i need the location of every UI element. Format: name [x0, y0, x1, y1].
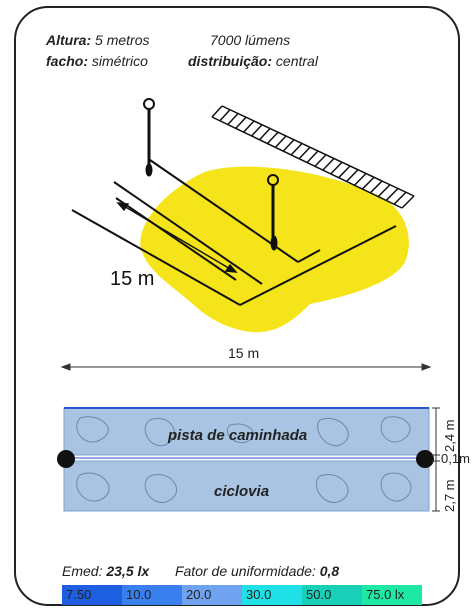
pole-right — [416, 450, 434, 468]
rail-slat — [235, 116, 247, 129]
facho-value: simétrico — [91, 53, 148, 69]
lumens-text: 7000 lúmens — [210, 32, 291, 48]
rail-slat — [290, 142, 303, 156]
rail-slat — [353, 172, 367, 186]
distribuicao-line: distribuição: central — [188, 53, 318, 69]
facho-line: facho: simétrico — [46, 53, 148, 69]
rail-slat — [251, 124, 263, 137]
emed-label: Emed: — [62, 563, 103, 579]
facho-label: facho: — [46, 53, 88, 69]
distribuicao-label: distribuição: — [188, 53, 273, 69]
legend-item: 50.0 — [302, 585, 362, 605]
legend-item: 75.0 lx — [362, 585, 422, 605]
pole-left — [57, 450, 75, 468]
gap-height: 0,1m — [441, 451, 470, 466]
rail-slat — [377, 184, 391, 198]
stats-line: Emed: 23,5 lx Fator de uniformidade: 0,8 — [62, 563, 339, 579]
lamp-post-left — [143, 98, 155, 177]
legend-item: 7.50 — [62, 585, 122, 605]
rail-slat — [274, 135, 287, 148]
side-dimension-lines — [432, 407, 440, 512]
uniformity-label: Fator de uniformidade: — [174, 563, 316, 579]
distribuicao-value: central — [275, 53, 318, 69]
width-dimension-line — [60, 363, 432, 371]
altura-value: 5 metros — [95, 32, 150, 48]
rail-slat — [306, 150, 319, 164]
rail-slat — [298, 146, 311, 160]
rail-slat — [282, 139, 295, 152]
rail-slat — [322, 157, 335, 171]
width-dimension-label: 15 m — [228, 345, 260, 361]
emed-value: 23,5 lx — [106, 563, 150, 579]
rail-slat — [369, 180, 383, 194]
altura-label: Altura: — [46, 32, 92, 48]
legend-item: 20.0 — [182, 585, 242, 605]
rail-slat — [258, 127, 271, 141]
rail-slat — [219, 109, 231, 122]
rail-slat — [338, 165, 351, 179]
street-scene-illustration — [71, 98, 415, 333]
isolines — [76, 416, 412, 503]
illuminance-legend: 7.50 10.0 20.0 30.0 50.0 75.0 lx — [62, 585, 422, 605]
rail-slat — [346, 169, 359, 182]
altura-line: Altura: 5 metros — [46, 32, 149, 48]
uniformity-value: 0,8 — [319, 563, 340, 579]
walking-track-label: pista de caminhada — [168, 427, 308, 444]
rail-slat — [401, 195, 415, 209]
rail-slat — [393, 191, 407, 205]
rail-slat — [330, 161, 343, 175]
bike-lane-label: ciclovia — [214, 483, 270, 500]
distance-label: 15 m — [110, 268, 155, 290]
rail-slat — [227, 112, 239, 126]
legend-item: 30.0 — [242, 585, 302, 605]
rail-slat — [314, 154, 327, 167]
rail-slat — [385, 187, 399, 201]
path-lines — [71, 159, 397, 306]
rail-slat — [243, 120, 255, 133]
rail-slat — [266, 131, 279, 145]
bike-lane-band — [63, 460, 430, 512]
rail-slat — [361, 176, 375, 190]
legend-item: 10.0 — [122, 585, 182, 605]
walking-track-height: 2,4 m — [442, 419, 457, 452]
rail-slat — [211, 105, 223, 118]
bike-lane-height: 2,7 m — [442, 479, 457, 512]
railing — [211, 105, 415, 209]
distance-arrow — [116, 202, 238, 273]
lamp-post-center — [267, 174, 279, 251]
